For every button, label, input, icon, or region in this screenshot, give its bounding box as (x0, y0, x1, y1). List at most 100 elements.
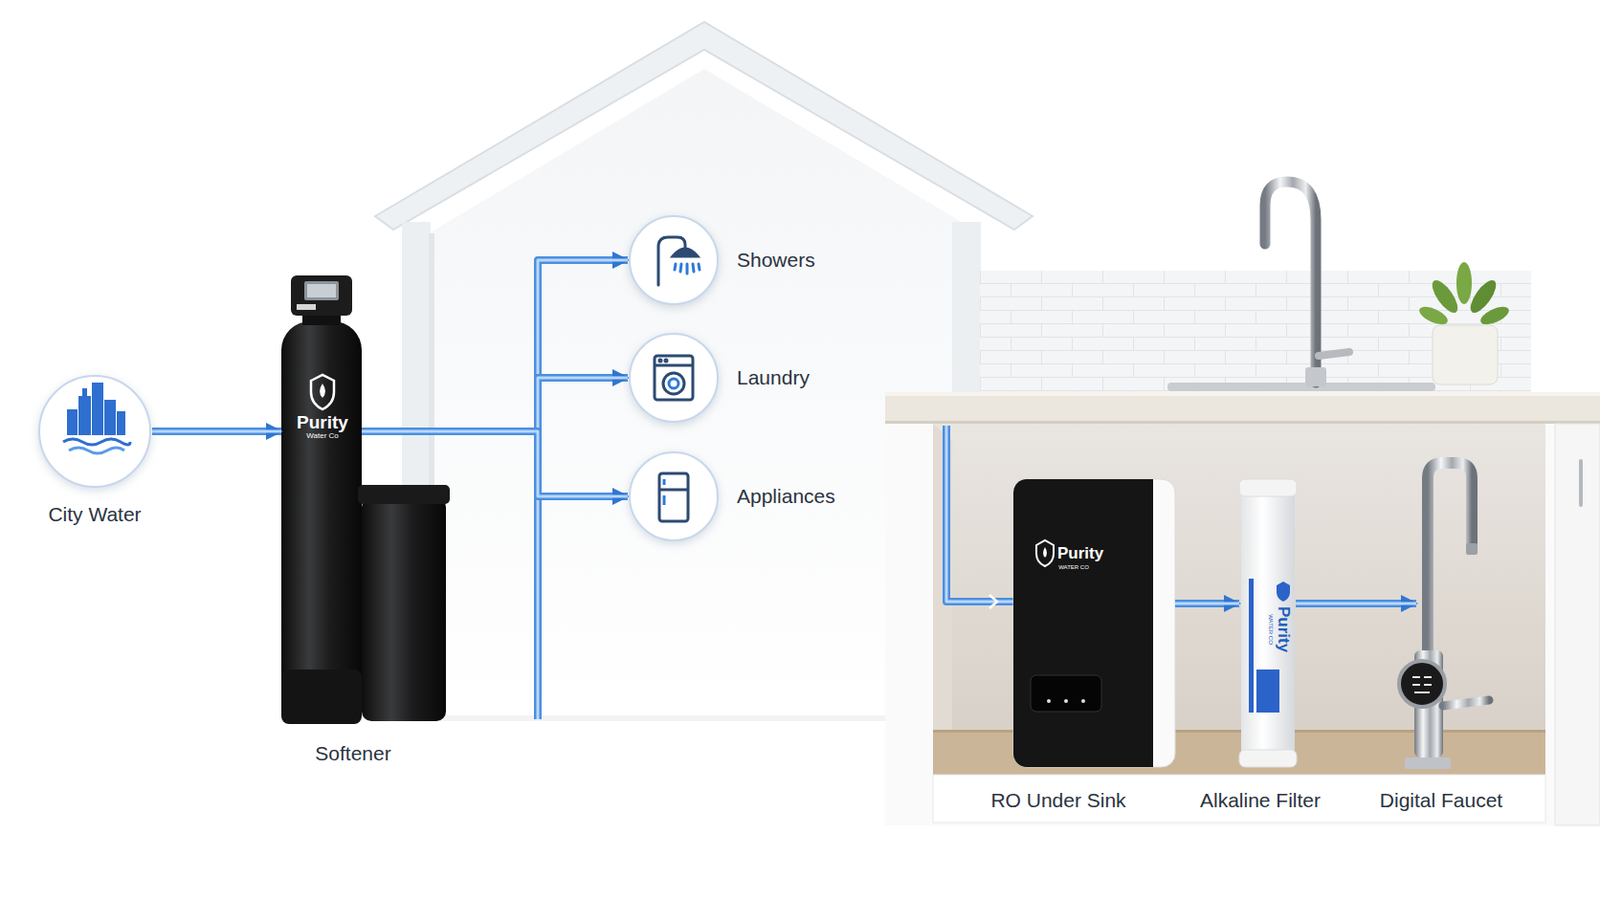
fridge-icon (659, 473, 689, 522)
shower-icon-part (674, 264, 700, 274)
circle-outline (37, 374, 153, 489)
cabinet (885, 423, 1600, 826)
node-label: Showers (736, 248, 816, 271)
water-pipe (445, 431, 628, 497)
softener-node: Softener (281, 275, 446, 725)
potted-plant-part (1432, 325, 1498, 385)
use-circle: Appliances (627, 450, 720, 543)
countertop (885, 392, 1600, 424)
brand-label: Water Co (306, 432, 339, 441)
ro-unit-part (1064, 699, 1068, 704)
brand-label: Purity (296, 413, 349, 432)
alkaline-filter-part (1239, 750, 1297, 768)
house-outline-part (952, 222, 981, 395)
use-circle: Laundry (627, 332, 720, 424)
brine-tank-part (357, 485, 450, 505)
pipe-segment-part (536, 496, 540, 720)
water-pipe (1295, 603, 1417, 605)
cabinet-part (933, 775, 1546, 823)
softener-tank-part (307, 284, 336, 298)
potted-plant-part (1456, 262, 1472, 305)
countertop-part (885, 392, 1600, 424)
pipe-line (445, 260, 628, 432)
washer-icon-part (659, 359, 662, 362)
pipe-highlight (1175, 602, 1240, 606)
digital-faucet-part (1412, 677, 1432, 693)
pipe-segment-part (361, 427, 446, 436)
potted-plant-part (1478, 303, 1512, 329)
city-icon-part (104, 400, 116, 436)
pipe-line (1175, 600, 1240, 608)
alkaline-filter-part (1241, 484, 1295, 762)
ro-unit-part (1138, 479, 1154, 768)
pipe-highlight (445, 431, 628, 497)
city-icon-part (63, 439, 131, 445)
washer-icon-part (665, 359, 667, 362)
pipe-segment-part (946, 425, 1014, 602)
washer-icon (654, 355, 693, 400)
softener-tank-part (319, 383, 326, 399)
softener-tank-part (281, 669, 362, 725)
digital-faucet (1399, 463, 1489, 770)
softener-tank-part (311, 375, 334, 410)
circle-shape (629, 452, 718, 541)
softener-tank-part (281, 321, 362, 725)
digital-faucet-part (1466, 543, 1478, 556)
potted-plant-part (1417, 303, 1451, 329)
city-icon-part (78, 396, 91, 436)
softener-tank-part (290, 275, 353, 316)
brine-tank (357, 485, 450, 722)
node-label: Alkaline Filter (1200, 789, 1321, 812)
countertop-part (885, 421, 1600, 424)
pipe-segment-part (533, 496, 542, 720)
city-icon-part (116, 411, 126, 436)
cabinet-part (933, 423, 1546, 776)
digital-faucet-part (1404, 757, 1451, 770)
washer-icon-part (663, 373, 685, 395)
node-label: RO Under Sink (990, 789, 1126, 812)
cabinet-part (1555, 423, 1600, 826)
source-circle: City Water (37, 374, 153, 489)
brine-tank-part (361, 497, 446, 722)
ro-unit-part (1081, 699, 1086, 704)
alkaline-filter-part (1239, 479, 1297, 497)
pipe-segment-part (989, 595, 998, 609)
pipe-segment-part (946, 425, 1014, 602)
countertop-part (885, 392, 1600, 397)
node-label: Appliances (736, 485, 836, 508)
sink-faucet (1167, 181, 1436, 392)
pipe-line (152, 427, 282, 436)
digital-faucet-part (1399, 661, 1445, 708)
node-label: City Water (47, 503, 141, 526)
ro-unit-part (1013, 479, 1176, 768)
pipe-line (445, 431, 628, 497)
shower-icon-part (672, 248, 698, 257)
ro-unit-part (1043, 547, 1047, 558)
sink-faucet-part (1265, 181, 1316, 383)
digital-faucet-part (1443, 700, 1489, 707)
washer-icon-part (654, 355, 693, 400)
alkaline-filter (1239, 479, 1297, 768)
water-pipe (1175, 603, 1240, 605)
pipe-highlight (445, 377, 628, 432)
ro-unit-part (1046, 699, 1051, 704)
brand-label: Purity (1275, 606, 1292, 653)
softener-tank-part (296, 304, 316, 311)
shower-icon (658, 237, 700, 286)
filter-node: Alkaline Filter (1239, 479, 1296, 768)
circle-outline (627, 450, 720, 543)
pipe-segment (361, 425, 1014, 720)
node-label: Laundry (736, 366, 810, 389)
cabinet-part (885, 423, 1600, 826)
sink-faucet-part (1305, 367, 1327, 387)
alkaline-filter-part (1248, 578, 1254, 713)
faucet-node: Digital Faucet (1416, 461, 1503, 768)
fridge-icon-part (659, 488, 689, 492)
kitchen-backsplash-part (979, 270, 1532, 393)
